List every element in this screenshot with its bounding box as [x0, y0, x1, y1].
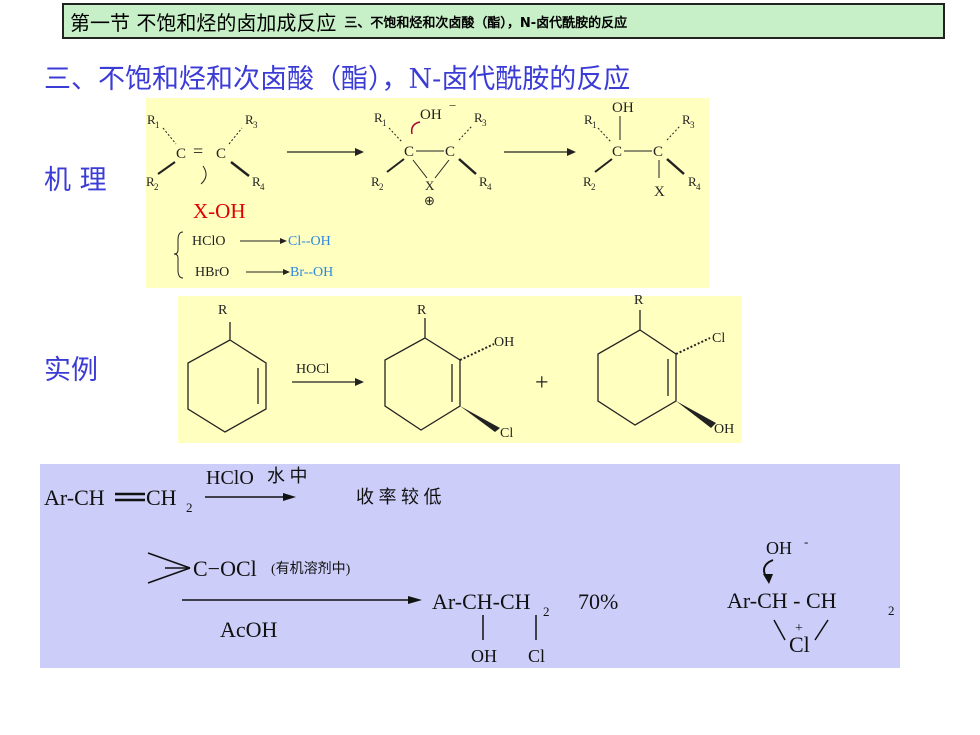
acoh-label: AcOH: [220, 617, 278, 642]
svg-text:R: R: [146, 174, 155, 189]
svg-text:Cl: Cl: [500, 426, 513, 441]
svg-text:4: 4: [487, 182, 492, 192]
br-oh-label: Br--OH: [290, 265, 333, 280]
svg-text:R: R: [371, 174, 380, 189]
hbro-label: HBrO: [195, 265, 229, 280]
svg-text:3: 3: [482, 118, 487, 128]
reagent-hclo: HClO: [206, 467, 254, 489]
example-label: 实例: [44, 355, 98, 386]
svg-text:R: R: [374, 110, 383, 125]
mechanism-panel: [146, 98, 709, 288]
svg-text:2: 2: [888, 603, 895, 618]
svg-text:OH: OH: [714, 422, 734, 437]
svg-text:R: R: [252, 174, 261, 189]
svg-text:+: +: [795, 621, 803, 636]
plus-circle: ⊕: [424, 193, 435, 208]
svg-text:R: R: [583, 174, 592, 189]
intermediate-oh: OH: [766, 538, 792, 558]
hclo-label: HClO: [192, 234, 225, 249]
svg-text:1: 1: [592, 120, 597, 130]
double-bond: =: [193, 141, 203, 161]
c-ocl: C−OCl: [193, 556, 257, 581]
svg-text:C: C: [445, 144, 455, 160]
subsection-title: 三、不饱和烃和次卤酸（酯），N-卤代酰胺的反应: [344, 15, 628, 31]
svg-text:-: -: [804, 534, 808, 549]
svg-text:X: X: [425, 178, 435, 193]
main-title: 三、不饱和烃和次卤酸（酯），N-卤代酰胺的反应: [44, 64, 631, 95]
svg-text:3: 3: [690, 120, 695, 130]
reagent-water: 水 中: [267, 466, 308, 486]
svg-text:R: R: [417, 303, 427, 318]
bond: [162, 127, 177, 145]
intermediate-chain: Ar-CH - CH: [727, 588, 837, 613]
r1-label: R: [147, 112, 156, 127]
svg-text:R: R: [474, 110, 483, 125]
cl-oh-label: Cl--OH: [288, 234, 331, 249]
hocl-label: HOCl: [296, 362, 330, 377]
svg-text:C: C: [404, 144, 414, 160]
svg-text:R: R: [245, 112, 254, 127]
svg-text:2: 2: [591, 182, 596, 192]
svg-text:OH: OH: [612, 100, 634, 116]
plus-sign: +: [535, 370, 549, 396]
svg-text:1: 1: [155, 120, 160, 130]
mechanism-label: 机 理: [44, 165, 107, 196]
svg-text:R: R: [218, 303, 228, 318]
svg-text:C: C: [653, 144, 663, 160]
svg-text:CH: CH: [146, 485, 177, 510]
svg-text:Cl: Cl: [789, 632, 810, 657]
svg-text:R: R: [682, 112, 691, 127]
svg-text:C: C: [216, 146, 226, 162]
svg-text:Cl: Cl: [712, 331, 725, 346]
svg-text:OH: OH: [494, 335, 514, 350]
svg-text:3: 3: [253, 120, 258, 130]
yield: 70%: [578, 589, 618, 614]
svg-text:1: 1: [382, 118, 387, 128]
organic-solvent: (有机溶剂中): [271, 561, 351, 577]
svg-text:Cl: Cl: [528, 646, 545, 666]
svg-text:−: −: [449, 98, 456, 113]
svg-text:2: 2: [379, 182, 384, 192]
reagent-x-oh: X-OH: [193, 199, 246, 223]
svg-text:2: 2: [154, 182, 159, 192]
svg-text:C: C: [612, 144, 622, 160]
section-title: 第一节 不饱和烃的卤加成反应: [70, 10, 337, 35]
svg-text:R: R: [688, 174, 697, 189]
low-yield-text: 收 率 较 低: [356, 487, 442, 507]
ar-ch: Ar-CH: [44, 485, 105, 510]
product: Ar-CH-CH: [432, 589, 531, 614]
svg-text:X: X: [654, 184, 665, 200]
carbon-label: C: [176, 146, 186, 162]
svg-text:R: R: [634, 293, 644, 308]
header-bar: 第一节 不饱和烃的卤加成反应 三、不饱和烃和次卤酸（酯），N-卤代酰胺的反应: [62, 3, 945, 39]
svg-text:2: 2: [186, 500, 193, 515]
svg-text:2: 2: [543, 604, 550, 619]
oh-minus: OH: [420, 107, 442, 123]
svg-text:4: 4: [696, 182, 701, 192]
svg-text:R: R: [584, 112, 593, 127]
svg-text:4: 4: [260, 182, 265, 192]
svg-text:R: R: [479, 174, 488, 189]
svg-text:OH: OH: [471, 646, 497, 666]
